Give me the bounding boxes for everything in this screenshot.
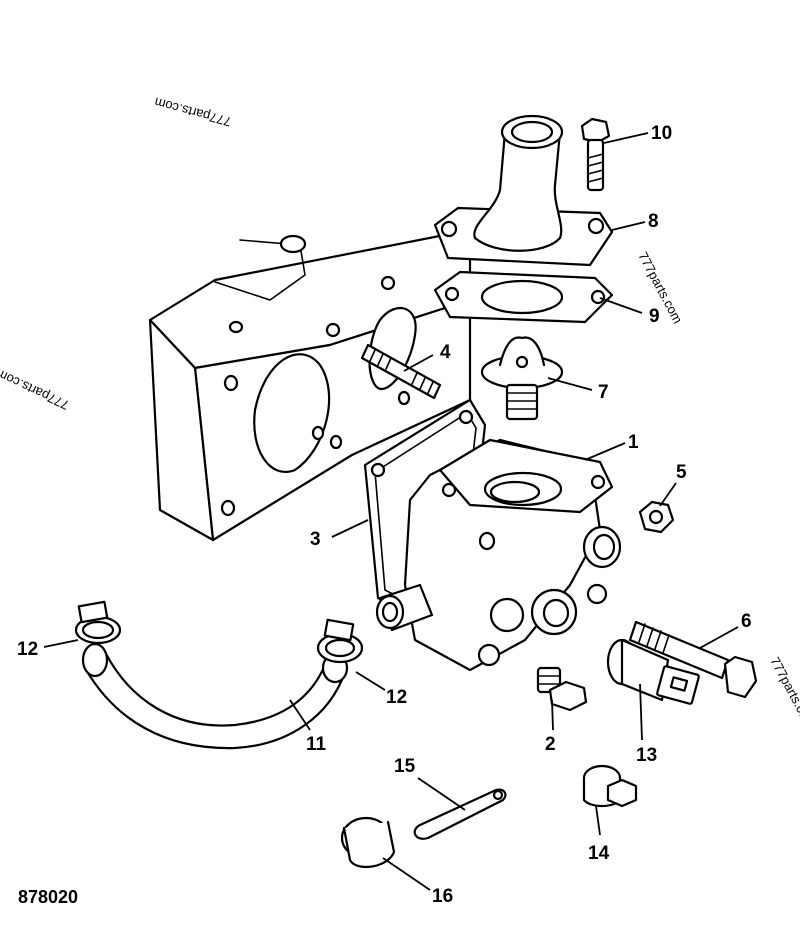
watermark-2: 777parts.com bbox=[0, 366, 71, 413]
watermark-1: 777parts.com bbox=[153, 95, 233, 130]
thermostat-housing-1 bbox=[375, 438, 622, 672]
thermostat-7 bbox=[480, 336, 564, 421]
outlet-elbow-8 bbox=[433, 114, 614, 267]
figure-reference-number: 878020 bbox=[18, 887, 78, 907]
callout-3: 3 bbox=[310, 529, 321, 550]
bolt-10 bbox=[580, 117, 611, 192]
leader-lines bbox=[43, 132, 739, 891]
engine-block bbox=[148, 228, 472, 542]
hose-clip-12-right bbox=[316, 618, 364, 664]
temperature-sender-13 bbox=[606, 638, 700, 705]
nut-5 bbox=[638, 500, 675, 534]
callout-9: 9 bbox=[649, 306, 660, 327]
callout-13: 13 bbox=[636, 745, 657, 766]
callout-1: 1 bbox=[628, 432, 639, 453]
callout-4: 4 bbox=[440, 342, 451, 363]
watermark-4: 777parts.com bbox=[767, 654, 800, 731]
callout-10: 10 bbox=[651, 123, 672, 144]
hose-clip-12-left bbox=[74, 600, 122, 645]
drain-plug-2 bbox=[536, 666, 588, 712]
stud-4 bbox=[360, 343, 442, 400]
callout-6: 6 bbox=[741, 611, 752, 632]
callout-7: 7 bbox=[598, 382, 609, 403]
callout-16: 16 bbox=[432, 886, 453, 907]
callout-2: 2 bbox=[545, 734, 556, 755]
hose-11 bbox=[81, 642, 349, 750]
callout-8: 8 bbox=[648, 211, 659, 232]
plug-14 bbox=[582, 764, 638, 808]
cap-16 bbox=[340, 816, 396, 869]
elbow-gasket-9 bbox=[433, 270, 614, 324]
callout-5: 5 bbox=[676, 462, 687, 483]
callout-12-left: 12 bbox=[17, 639, 38, 660]
callout-15: 15 bbox=[394, 756, 416, 777]
callout-11: 11 bbox=[306, 734, 327, 755]
callout-12-right: 12 bbox=[386, 687, 407, 708]
tag-15 bbox=[413, 788, 507, 840]
callout-labels: 1 2 3 4 5 6 7 8 9 10 11 12 12 13 14 15 1… bbox=[17, 123, 752, 907]
bolt-6 bbox=[628, 620, 758, 699]
callout-14: 14 bbox=[588, 843, 610, 864]
watermark-3: 777parts.com bbox=[635, 249, 685, 326]
